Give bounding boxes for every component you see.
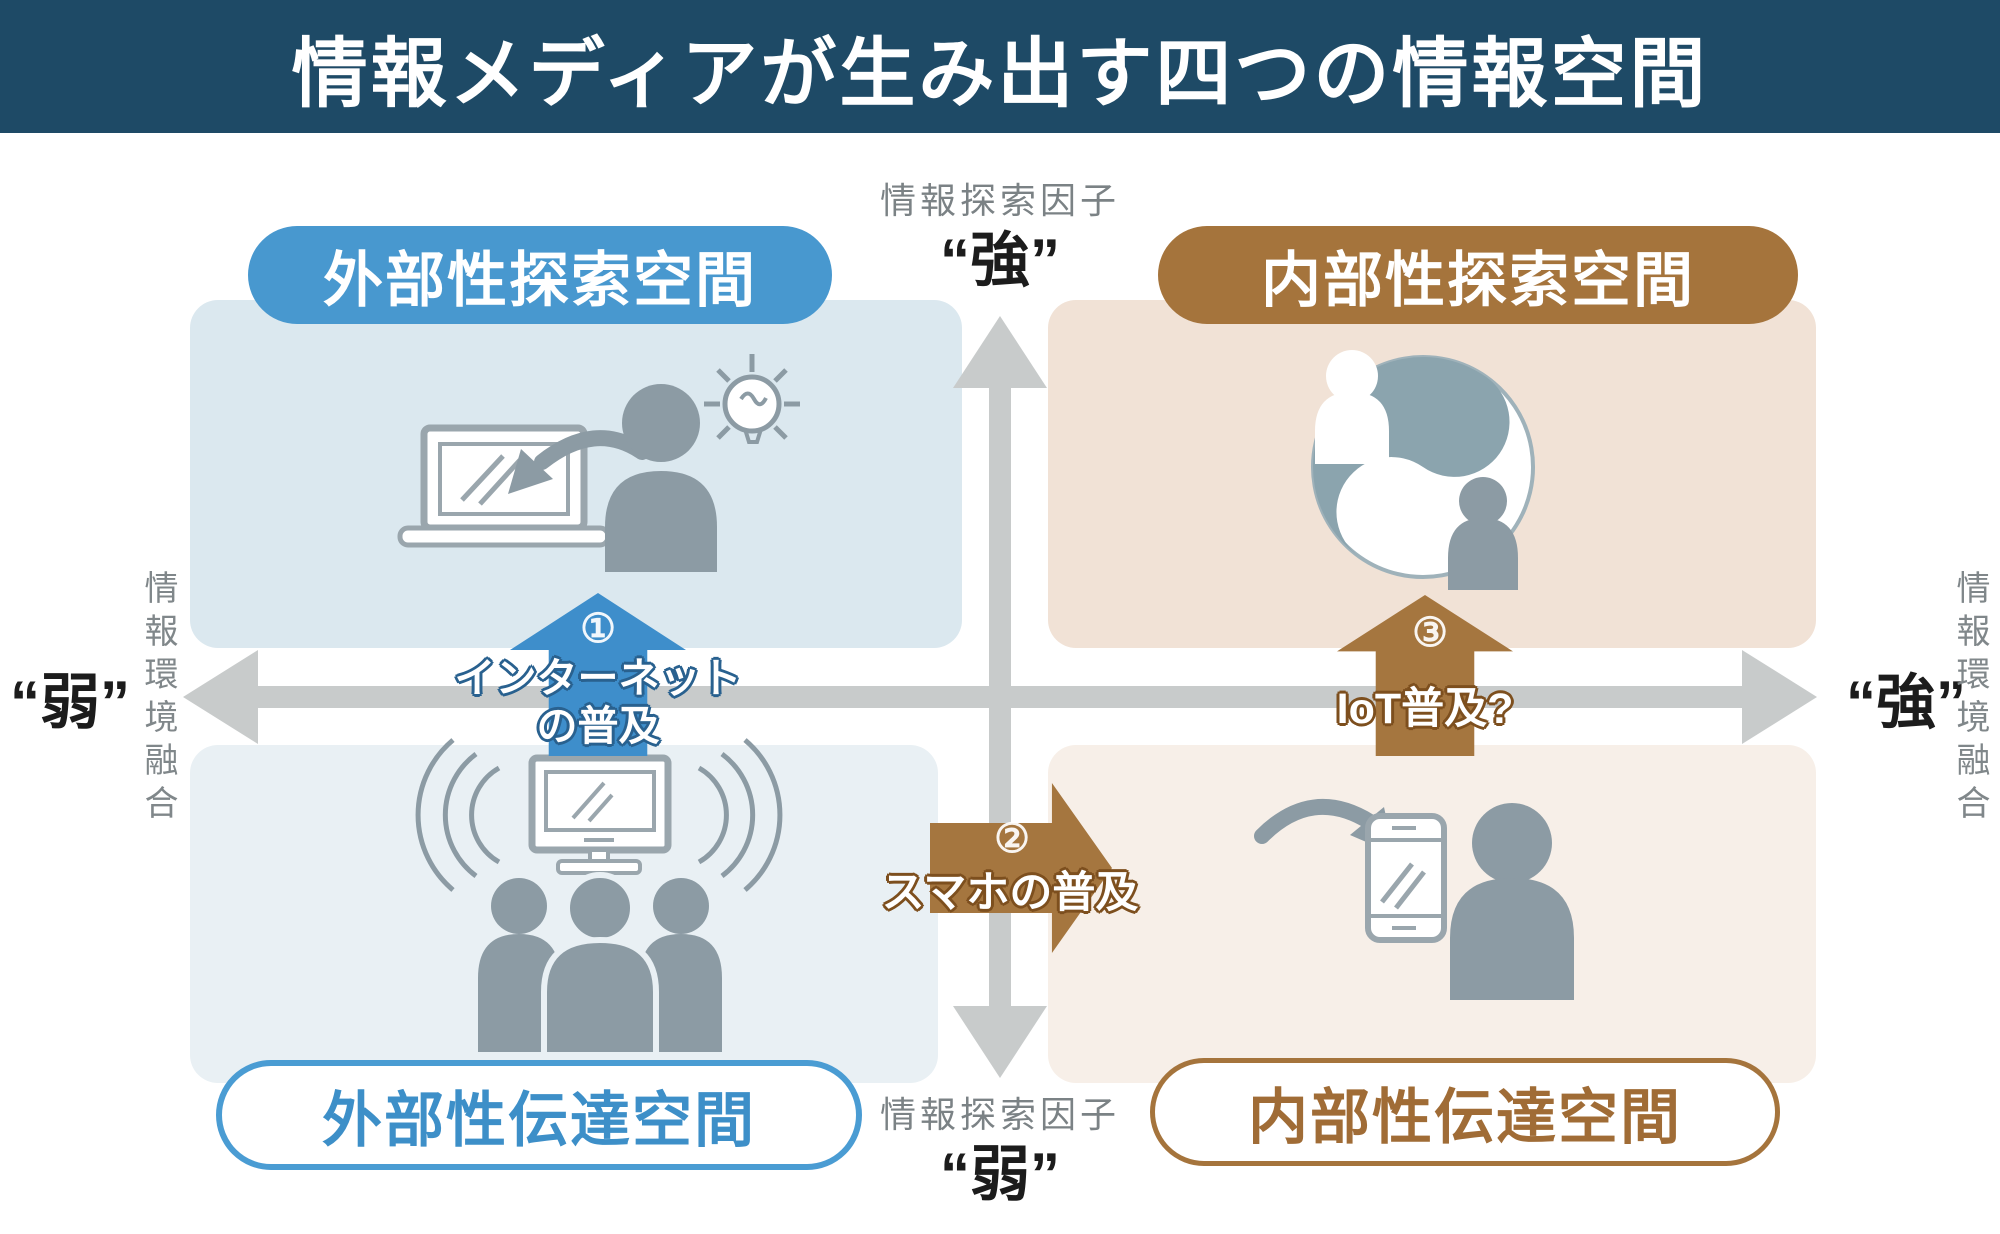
person-icon <box>1450 803 1574 1000</box>
smartphone-icon <box>1365 813 1447 943</box>
internet-diffusion-label: インターネット の普及 <box>428 654 768 750</box>
quadrant-label-top-left: 外部性探索空間 <box>248 226 832 324</box>
white-person-icon <box>1315 350 1389 464</box>
vertical-axis-top-value: “強” <box>940 227 1060 294</box>
quadrant-label-bottom-left: 外部性伝達空間 <box>216 1060 862 1170</box>
lightbulb-icon <box>704 354 800 444</box>
label-line-2: の普及 <box>536 703 660 749</box>
vertical-axis-name-bottom: 情報探索因子 <box>879 1094 1120 1135</box>
iot-diffusion-label: IoT普及? <box>1272 674 1578 736</box>
yin-yang-icon <box>1311 350 1535 590</box>
quadrant-label-bottom-right: 内部性伝達空間 <box>1150 1058 1780 1166</box>
title-bar: 情報メディアが生み出す四つの情報空間 <box>0 0 2000 133</box>
label-line-1: インターネット <box>454 655 742 701</box>
horizontal-axis-left-value: “弱” <box>10 669 130 736</box>
vertical-axis-bottom-value: “弱” <box>940 1141 1060 1208</box>
person-icon <box>605 384 717 572</box>
horizontal-axis-right-value: “強” <box>1846 669 1966 736</box>
horizontal-axis-name-left: 情報環境融合 <box>139 570 177 828</box>
smartphone-diffusion-label: スマホの普及 <box>856 858 1164 920</box>
vertical-axis-name-top: 情報探索因子 <box>879 180 1120 221</box>
page-title: 情報メディアが生み出す四つの情報空間 <box>291 31 1709 117</box>
audience-icon <box>478 872 722 1058</box>
label-line-1: IoT普及? <box>1336 685 1514 733</box>
horizontal-axis-name-right: 情報環境融合 <box>1951 570 1989 828</box>
circled-number-2: ② <box>994 817 1030 861</box>
gray-person-icon <box>1448 477 1518 590</box>
circled-number-3: ③ <box>1412 611 1448 655</box>
label-line-1: スマホの普及 <box>881 869 1139 917</box>
broadcast-waves-icon <box>415 738 783 892</box>
circled-number-1: ① <box>580 607 616 651</box>
quadrant-label-top-right: 内部性探索空間 <box>1158 226 1798 324</box>
tv-icon <box>528 754 672 875</box>
